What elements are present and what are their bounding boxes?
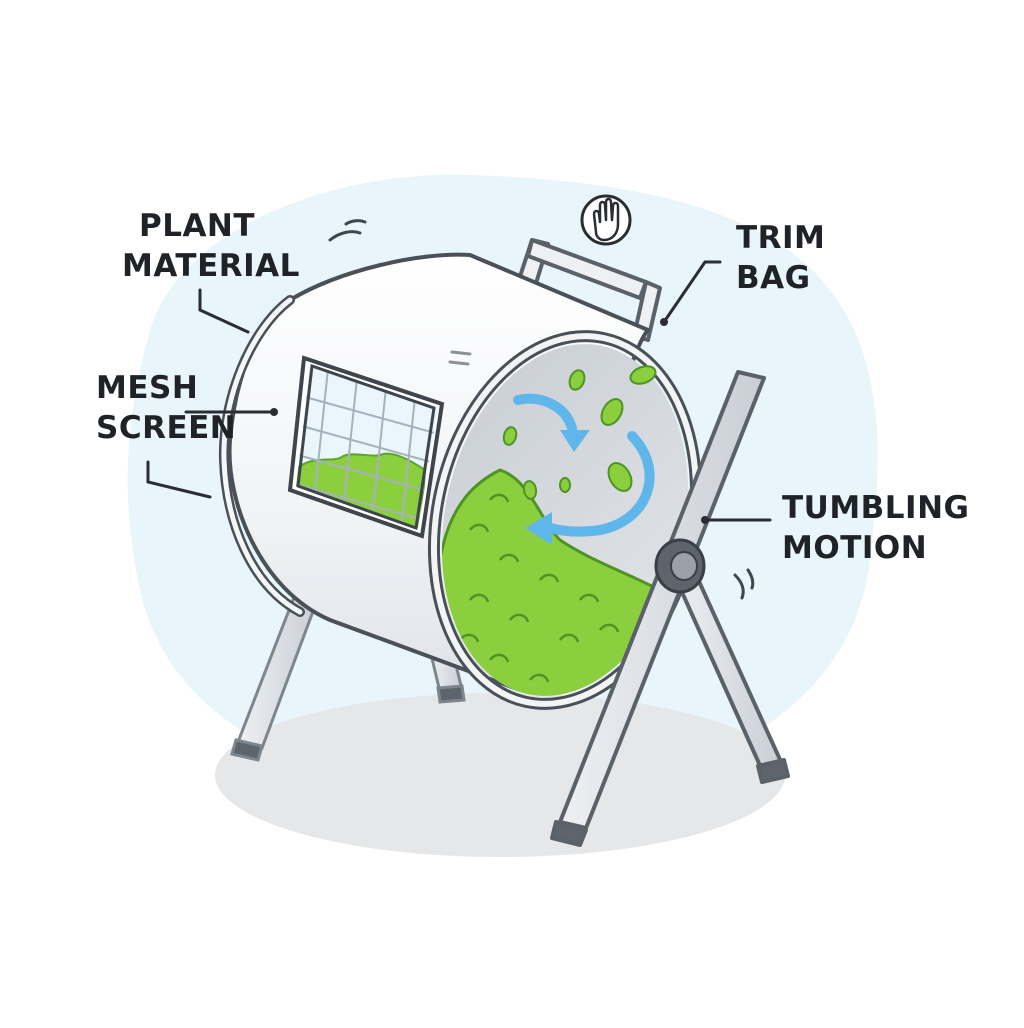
label-trim-bag-line2: BAG [736,260,811,296]
label-trim-bag: TRIM BAG [736,218,825,298]
label-plant-material: PLANT MATERIAL [122,206,300,286]
hand-icon [580,194,632,246]
motion-marks [328,219,755,600]
label-trim-bag-line1: TRIM [736,220,826,256]
leader-trim-bag [662,260,722,324]
mesh-window [287,355,445,539]
label-plant-material-line2: MATERIAL [122,248,300,284]
front-frame [550,370,790,847]
drum-opening [427,330,703,720]
flying-leaves [502,365,657,500]
label-mesh-screen-line1: MESH [96,370,199,406]
label-tumbling-motion-line2: MOTION [782,530,928,566]
label-tumbling-motion: TUMBLING MOTION [782,488,969,568]
pivot-hub [654,538,706,594]
leader-dots [270,318,709,524]
label-mesh-screen-line2: SCREEN [96,410,237,446]
leader-mesh-screen-lower [146,460,212,499]
label-tumbling-motion-line1: TUMBLING [782,490,970,526]
arrow-heads [525,430,590,545]
label-mesh-screen: MESH SCREEN [96,368,236,448]
label-plant-material-line1: PLANT [138,208,256,244]
leader-lines [146,260,772,522]
ground-shadow [215,693,785,857]
rotation-arrows-icon [513,393,655,537]
leader-plant-material [198,288,250,334]
